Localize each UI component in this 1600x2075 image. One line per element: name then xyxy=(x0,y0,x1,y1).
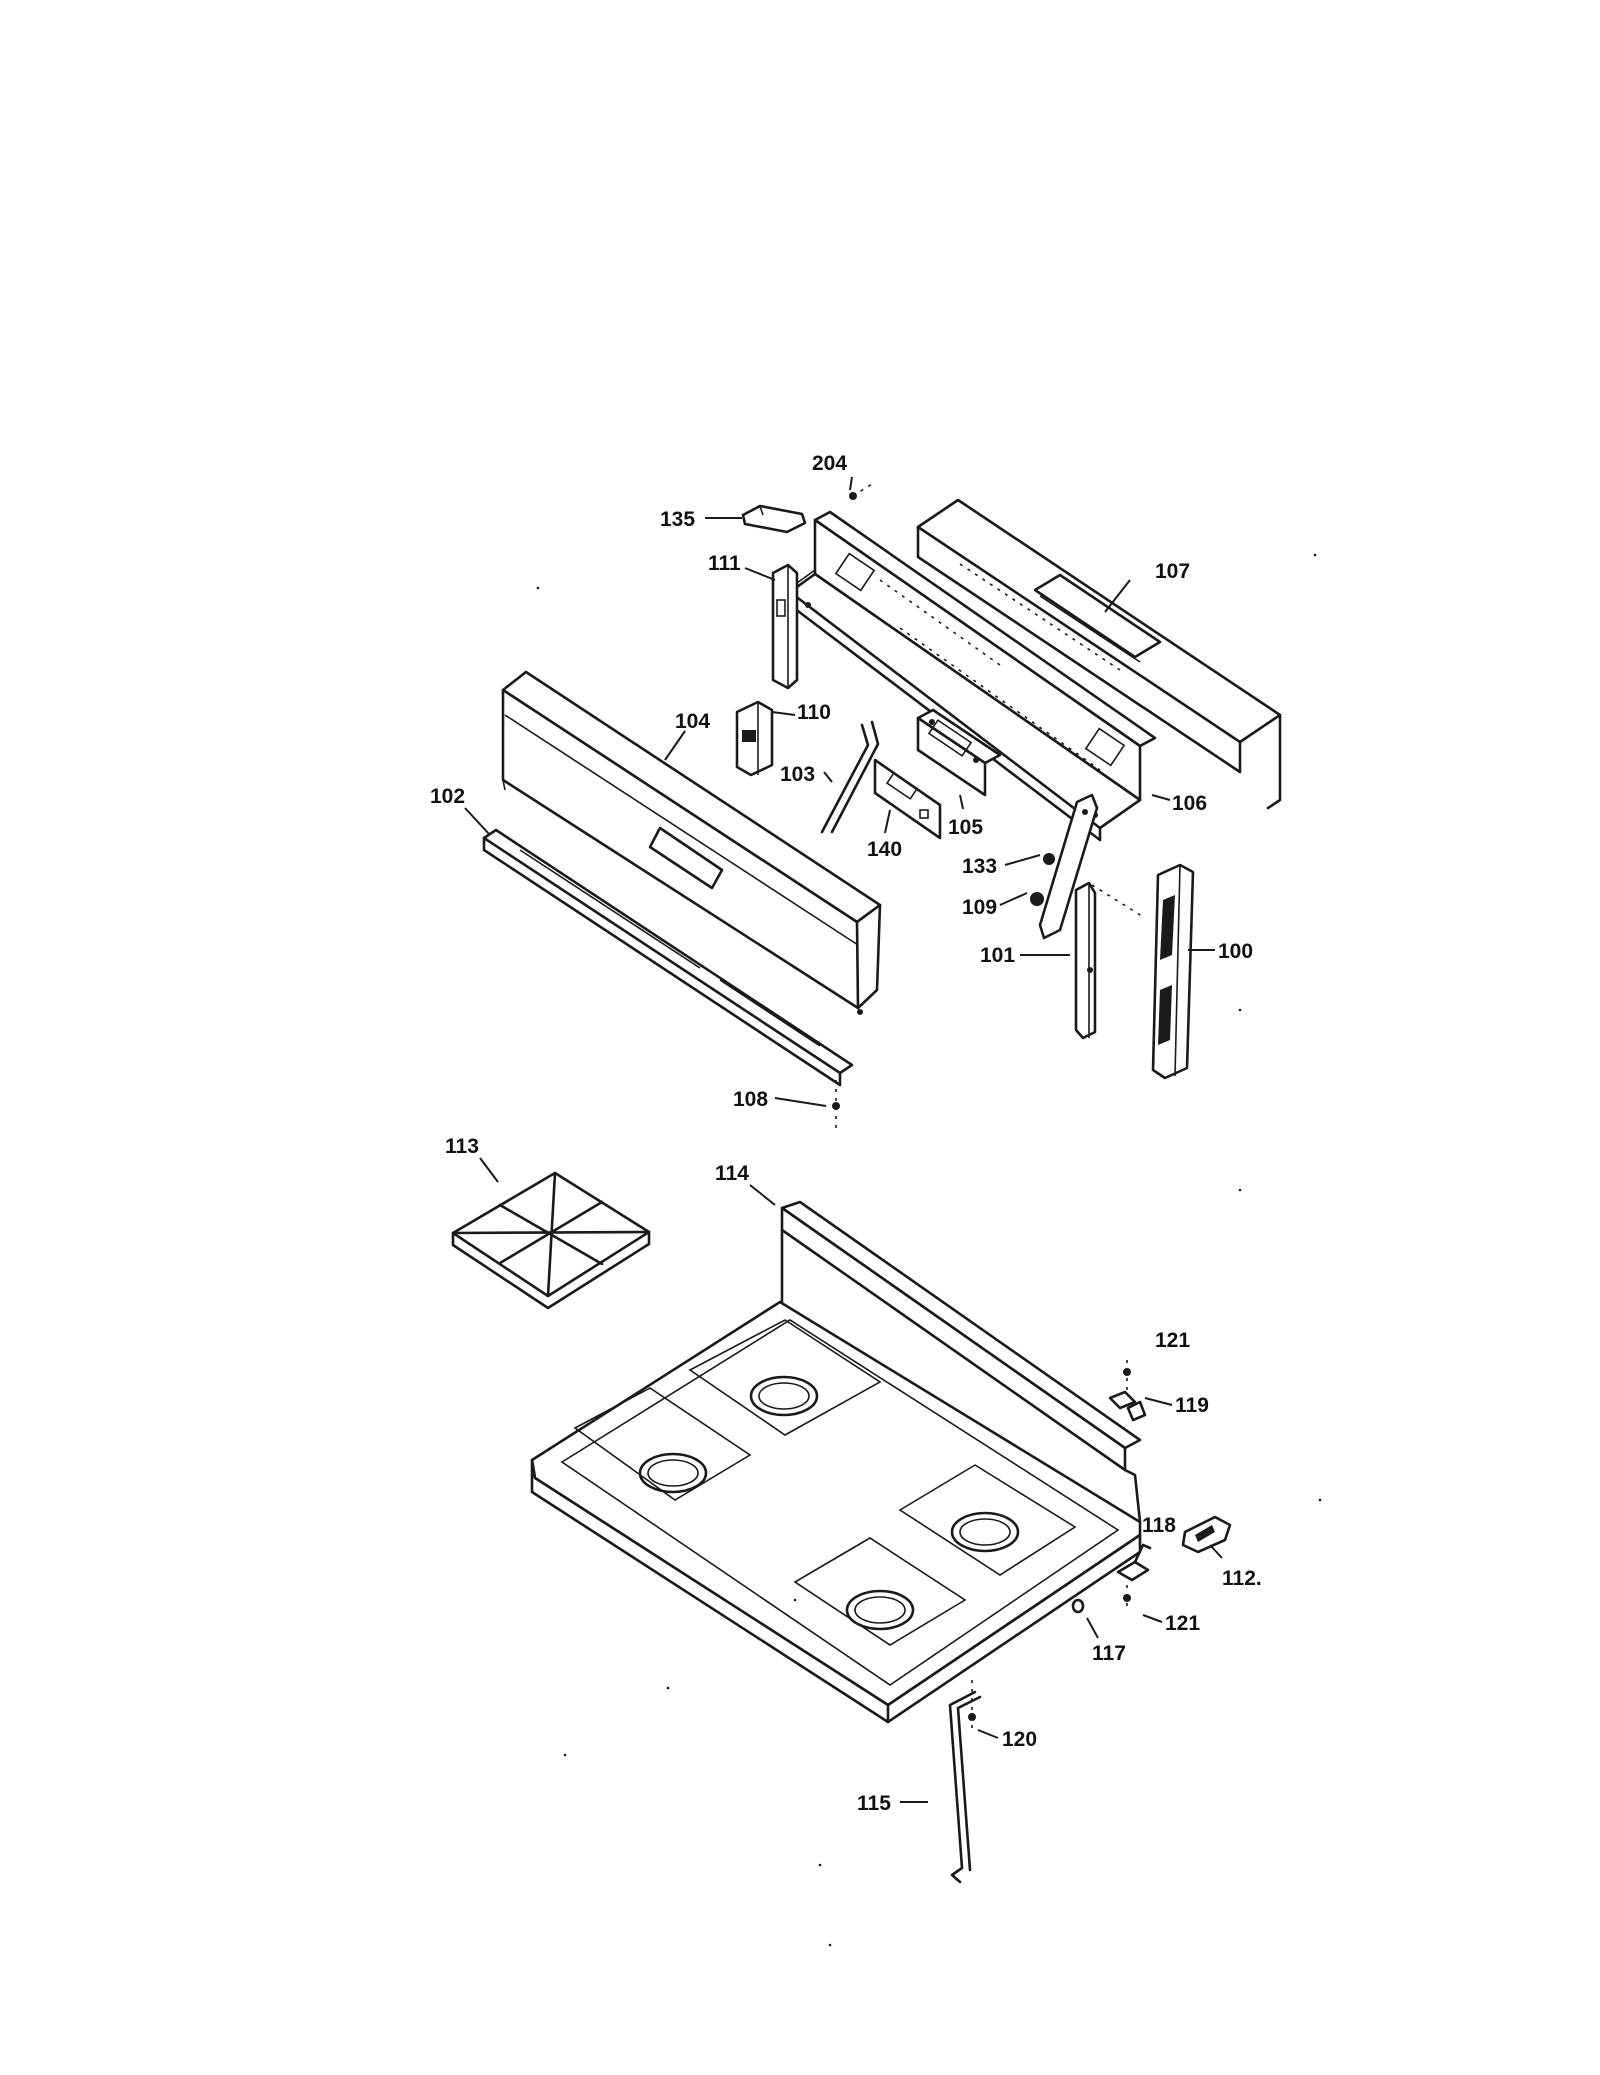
part-101-side-bracket xyxy=(1038,793,1146,1040)
callout-100: 100 xyxy=(1218,940,1253,963)
callout-101: 101 xyxy=(980,944,1015,967)
part-118-bracket xyxy=(1116,1543,1152,1582)
callout-140: 140 xyxy=(867,838,902,861)
callout-103: 103 xyxy=(780,763,815,786)
part-103-rail xyxy=(820,720,880,834)
part-121-screw-top xyxy=(1123,1360,1131,1395)
callout-121-top: 121 xyxy=(1155,1329,1190,1352)
callout-115: 115 xyxy=(857,1792,891,1815)
part-100-end-cap xyxy=(1151,863,1195,1080)
callout-110: 110 xyxy=(797,701,831,724)
callout-135: 135 xyxy=(660,508,695,531)
part-120-screw xyxy=(968,1680,976,1730)
part-119-hinge xyxy=(1108,1390,1147,1422)
leader-lines xyxy=(464,476,1223,1803)
part-115-rod xyxy=(948,1690,982,1884)
callout-120: 120 xyxy=(1002,1728,1037,1751)
callout-133: 133 xyxy=(962,855,997,878)
callout-204: 204 xyxy=(812,452,847,475)
part-102-trim xyxy=(482,828,854,1087)
callout-labels: 204 135 111 107 104 110 102 103 140 105 … xyxy=(430,452,1262,1815)
part-104-control-panel xyxy=(501,670,882,1015)
part-114-cooktop xyxy=(530,1200,1142,1724)
callout-114: 114 xyxy=(715,1162,749,1185)
part-117-grommet xyxy=(1071,1598,1085,1614)
callout-117: 117 xyxy=(1092,1642,1126,1665)
callout-118: 118 xyxy=(1142,1514,1176,1537)
scan-specks xyxy=(536,553,1322,1947)
part-107-top-cover xyxy=(916,498,1282,810)
part-113-grate xyxy=(451,1171,651,1310)
callout-108: 108 xyxy=(733,1088,768,1111)
callout-113: 113 xyxy=(445,1135,479,1158)
callout-121-bottom: 121 xyxy=(1165,1612,1200,1635)
callout-111: 111 xyxy=(708,552,741,575)
callout-109: 109 xyxy=(962,896,997,919)
callout-119: 119 xyxy=(1175,1394,1209,1417)
callout-105: 105 xyxy=(948,816,983,839)
part-140-overlay xyxy=(873,758,942,840)
part-109-knob-fastener xyxy=(1030,892,1044,906)
part-133-nut xyxy=(1043,853,1055,865)
part-204-screw xyxy=(849,483,873,500)
part-112-hinge xyxy=(1181,1515,1232,1554)
part-135-bracket xyxy=(741,504,807,534)
part-108-screw xyxy=(832,1080,840,1132)
part-105-clock-control xyxy=(916,708,1002,797)
callout-112: 112. xyxy=(1222,1567,1262,1590)
callout-104: 104 xyxy=(675,710,710,733)
part-121-screw-bottom xyxy=(1123,1585,1131,1610)
callout-107: 107 xyxy=(1155,560,1190,583)
part-111-end-bracket xyxy=(771,563,799,690)
part-110-switch xyxy=(735,700,774,777)
callout-102: 102 xyxy=(430,785,465,808)
callout-106: 106 xyxy=(1172,792,1207,815)
